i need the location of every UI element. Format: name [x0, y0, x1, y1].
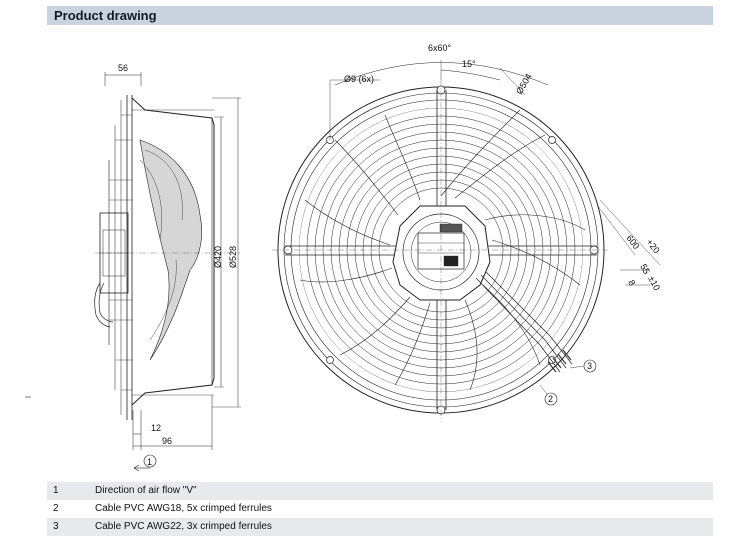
legend-number: 1: [53, 485, 59, 496]
dim-12: 12: [151, 423, 161, 433]
dim-8: 8: [626, 278, 637, 287]
dim-hole: Ø9 (6x): [344, 74, 374, 84]
dim-528: Ø528: [228, 246, 238, 268]
section-title: Product drawing: [54, 8, 157, 23]
dim-504: Ø504: [514, 72, 534, 96]
callout-2: 2: [548, 394, 553, 404]
legend-number: 3: [53, 521, 59, 532]
front-view: [272, 60, 661, 420]
legend-table: 1 Direction of air flow "V" 2 Cable PVC …: [47, 482, 713, 536]
callout-1: 1: [147, 457, 152, 467]
legend-row: 1 Direction of air flow "V": [47, 482, 713, 500]
product-drawing: 56 12 96 Ø420 Ø528 1: [25, 43, 662, 472]
legend-text: Cable PVC AWG22, 3x crimped ferrules: [95, 521, 272, 532]
dim-600: 600: [624, 233, 641, 251]
dim-55-tol: ±10: [646, 274, 662, 292]
dim-15deg: 15°: [462, 59, 476, 69]
legend-text: Cable PVC AWG18, 5x crimped ferrules: [95, 503, 272, 514]
legend-number: 2: [53, 503, 59, 514]
legend-text: Direction of air flow "V": [95, 485, 197, 496]
section-header: Product drawing: [47, 6, 713, 25]
dim-55: 55: [638, 262, 652, 276]
front-view-labels: 6x60° 15° Ø9 (6x) Ø504 600 +20 55 ±10 8 …: [344, 43, 662, 404]
side-view-labels: 56 12 96 Ø420 Ø528 1: [118, 63, 238, 467]
callout-3: 3: [587, 361, 592, 371]
dim-96: 96: [162, 436, 172, 446]
dim-56: 56: [118, 63, 128, 73]
dim-600-tol: +20: [644, 237, 661, 255]
side-view: [25, 72, 241, 472]
legend-row: 3 Cable PVC AWG22, 3x crimped ferrules: [47, 518, 713, 536]
legend-row: 2 Cable PVC AWG18, 5x crimped ferrules: [47, 500, 713, 518]
dim-420: Ø420: [213, 246, 223, 268]
dim-6x60: 6x60°: [428, 43, 452, 53]
